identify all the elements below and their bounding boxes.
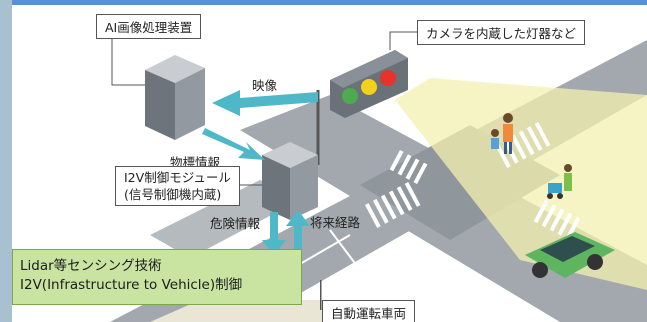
signal-controller-note: (信号制御機内蔵) [124,187,222,202]
ai-device-label: AI画像処理装置 [96,14,202,39]
red-lamp [380,70,396,86]
pedestrians [491,113,572,199]
danger-info-arrow [262,212,286,256]
yellow-lamp [361,79,377,95]
i2v-module-label: I2V制御モジュール (信号制御機内蔵) [115,166,240,206]
video-label: 映像 [252,78,278,93]
green-car [525,232,615,278]
i2v-module-title: I2V制御モジュール [124,170,231,185]
top-border [0,0,647,5]
callout-line-2: I2V(Infrastructure to Vehicle)制御 [20,277,243,293]
ai-device-cabinet [145,55,205,140]
video-arrow [212,90,318,116]
future-path-arrow [286,210,310,256]
callout-line-1: Lidar等センシング技術 [20,258,162,274]
object-info-arrow [202,128,265,160]
future-path-label: 将来経路 [310,215,361,230]
crosswalks [365,121,581,240]
data-arrows [202,90,318,256]
i2v-module-cabinet [262,142,318,220]
technology-callout: Lidar等センシング技術 I2V(Infrastructure to Vehi… [12,249,302,305]
camera-light-label: カメラを内蔵した灯器など [417,20,586,45]
danger-info-label: 危険情報 [210,216,261,231]
green-lamp [342,88,358,104]
traffic-signal [330,50,408,118]
autonomous-vehicle-label: 自動運転車両 [322,300,416,322]
autonomous-bus [150,280,330,322]
left-side-bar [0,0,12,322]
